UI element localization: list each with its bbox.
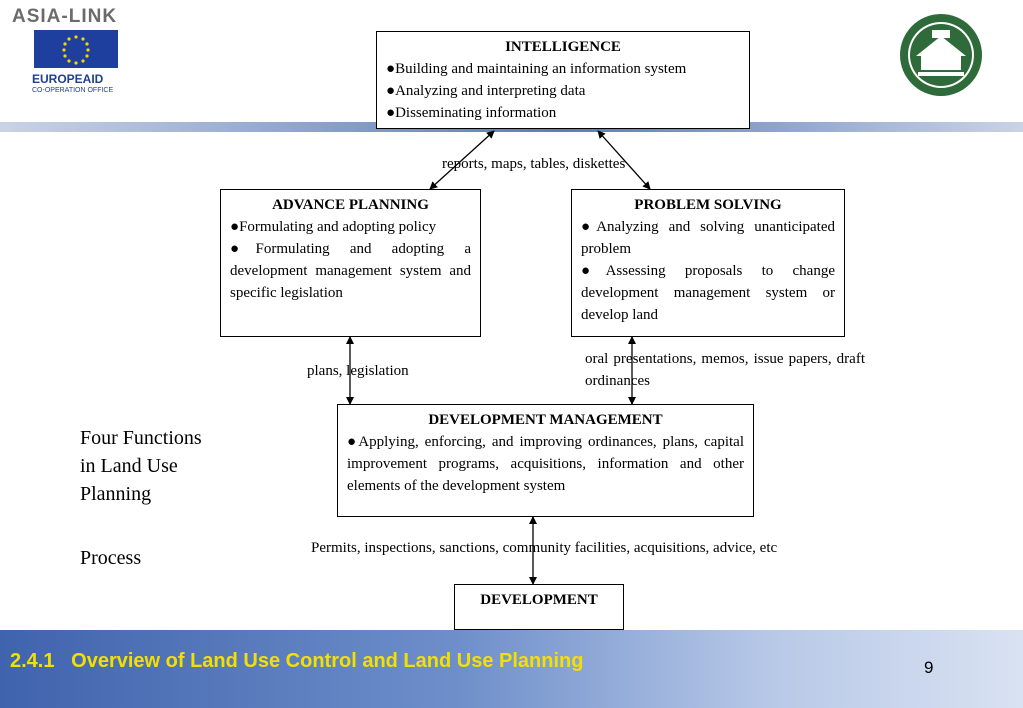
- advance-planning-box: ADVANCE PLANNING ●Formulating and adopti…: [220, 189, 481, 337]
- plans-label: plans, legislation: [307, 363, 409, 379]
- intelligence-item: ●Building and maintaining an information…: [386, 61, 687, 77]
- bullet-icon: ●: [347, 434, 359, 450]
- advance-planning-item: ●Formulating and adopting policy: [230, 219, 437, 235]
- asia-link-text: ASIA-LINK: [12, 6, 118, 27]
- footer-bar: 2.4.1 Overview of Land Use Control and L…: [0, 630, 1023, 708]
- intelligence-title: INTELLIGENCE: [505, 39, 621, 55]
- page-number: 9: [924, 658, 934, 677]
- bullet-icon: ●: [230, 241, 256, 257]
- side-title: Four Functions in Land Use Planning: [80, 427, 202, 505]
- advance-planning-title: ADVANCE PLANNING: [272, 197, 429, 213]
- university-seal-icon: [900, 14, 982, 96]
- development-management-item: ●Applying, enforcing, and improving ordi…: [347, 434, 744, 494]
- bullet-icon: ●: [230, 219, 240, 235]
- development-title: DEVELOPMENT: [480, 592, 598, 608]
- reports-label: reports, maps, tables, diskettes: [442, 156, 626, 172]
- intelligence-item: ●Disseminating information: [386, 105, 557, 121]
- bullet-icon: ●: [581, 219, 597, 235]
- problem-solving-item: ●Assessing proposals to change developme…: [581, 263, 835, 323]
- intelligence-box: INTELLIGENCE ●Building and maintaining a…: [376, 31, 750, 129]
- cooperation-office-text: CO-OPERATION OFFICE: [32, 87, 114, 94]
- intelligence-item: ●Analyzing and interpreting data: [386, 83, 586, 99]
- bullet-icon: ●: [386, 61, 396, 77]
- side-subtitle: Process: [80, 547, 142, 569]
- problem-solving-title: PROBLEM SOLVING: [634, 197, 782, 213]
- asia-link-logo: ASIA-LINK EUROPEAID CO-OPERATION OFFICE: [8, 6, 143, 98]
- development-box: DEVELOPMENT: [454, 584, 624, 630]
- problem-solving-box: PROBLEM SOLVING ●Analyzing and solving u…: [571, 189, 845, 337]
- bullet-icon: ●: [386, 83, 396, 99]
- europeaid-text: EUROPEAID: [32, 72, 104, 86]
- oral-label: oral presentations, memos, issue papers,…: [585, 351, 865, 389]
- permits-label: Permits, inspections, sanctions, communi…: [311, 540, 778, 556]
- footer-title: 2.4.1 Overview of Land Use Control and L…: [10, 650, 584, 672]
- bullet-icon: ●: [581, 263, 606, 279]
- development-management-title: DEVELOPMENT MANAGEMENT: [428, 412, 663, 428]
- eu-flag-icon: [34, 30, 118, 68]
- development-management-box: DEVELOPMENT MANAGEMENT ●Applying, enforc…: [337, 404, 754, 517]
- bullet-icon: ●: [386, 105, 396, 121]
- problem-solving-item: ●Analyzing and solving unanticipated pro…: [581, 219, 835, 257]
- advance-planning-item: ●Formulating and adopting a development …: [230, 241, 472, 301]
